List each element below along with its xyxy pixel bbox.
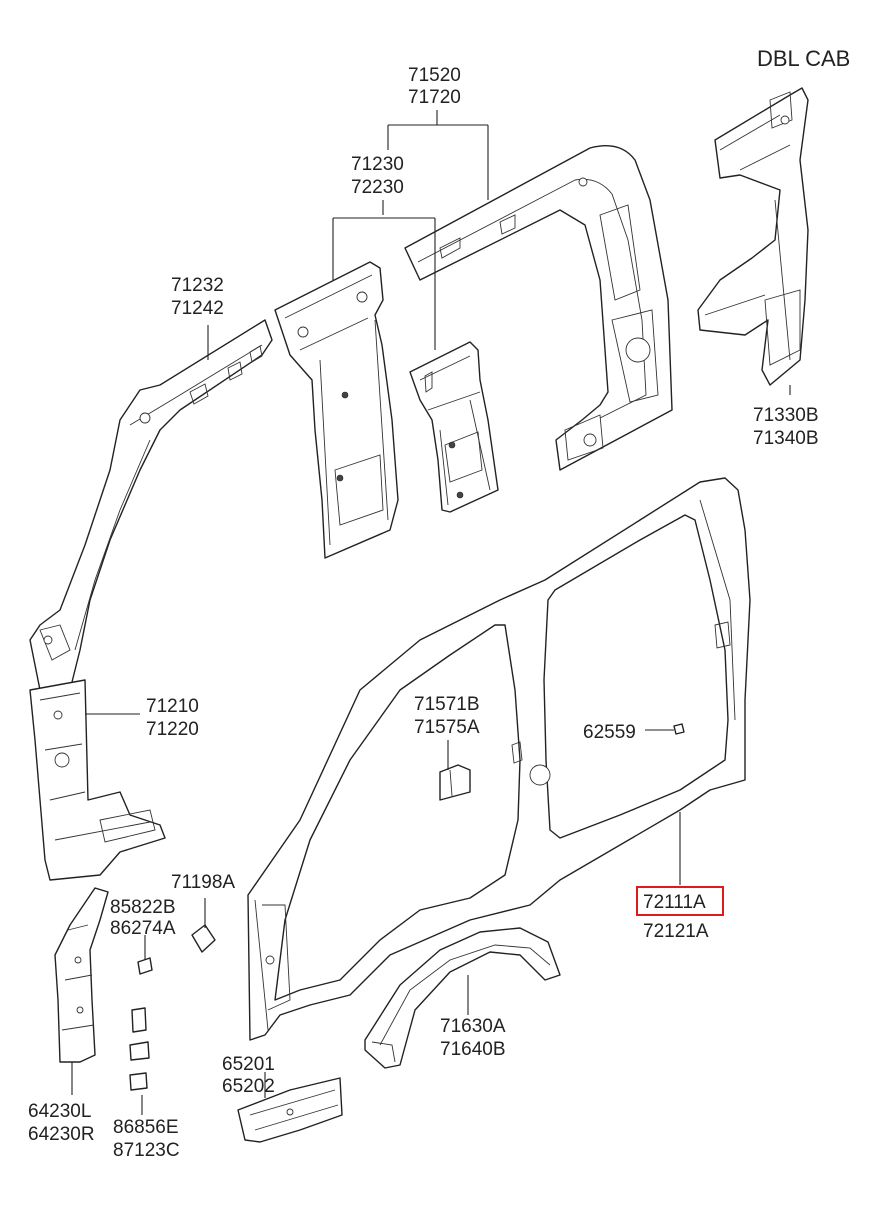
label-62559: 62559 xyxy=(583,722,636,743)
label-86274a: 86274A xyxy=(110,918,176,939)
label-71340b: 71340B xyxy=(753,428,819,449)
center-pillar-inner-right xyxy=(409,341,499,513)
label-71230: 71230 xyxy=(351,154,404,175)
label-87123c: 87123C xyxy=(113,1140,180,1161)
inner-pillar-64230 xyxy=(54,887,109,1063)
label-71210: 71210 xyxy=(146,696,199,717)
front-pillar-lower xyxy=(29,679,166,881)
label-71198a: 71198A xyxy=(171,872,235,893)
highlight-box xyxy=(636,886,724,916)
callout-labels: 71520 71720 71230 72230 71232 71242 7133… xyxy=(28,65,819,1161)
label-64230l: 64230L xyxy=(28,1101,91,1122)
label-72121a: 72121A xyxy=(643,921,709,942)
clip-62559 xyxy=(673,723,685,735)
label-71330b: 71330B xyxy=(753,405,819,426)
rear-pillar-dbl-cab xyxy=(697,87,809,386)
center-pillar-inner-left xyxy=(274,261,399,559)
label-72230: 72230 xyxy=(351,177,404,198)
label-64230r: 64230R xyxy=(28,1124,95,1145)
label-71575a: 71575A xyxy=(414,717,480,738)
label-71242: 71242 xyxy=(171,298,224,319)
label-86856e: 86856E xyxy=(113,1117,179,1138)
diagram-title: DBL CAB xyxy=(757,46,850,71)
leader-lines xyxy=(71,110,791,1115)
grommet-71198a xyxy=(191,924,216,953)
bracket-71571b xyxy=(439,764,471,801)
label-71232: 71232 xyxy=(171,275,224,296)
side-outer-panel xyxy=(247,477,751,1041)
label-85822b: 85822B xyxy=(110,897,176,918)
wheel-house xyxy=(364,927,561,1069)
label-71720: 71720 xyxy=(408,87,461,108)
label-72111a: 72111A xyxy=(643,892,706,913)
fastener-stack xyxy=(129,1007,150,1091)
roof-rail-frame xyxy=(404,145,673,471)
label-71571b: 71571B xyxy=(414,694,480,715)
label-71630a: 71630A xyxy=(440,1016,506,1037)
label-65202: 65202 xyxy=(222,1076,275,1097)
label-71220: 71220 xyxy=(146,719,199,740)
label-71640b: 71640B xyxy=(440,1039,506,1060)
a-pillar-assembly xyxy=(29,319,273,691)
label-65201: 65201 xyxy=(222,1054,275,1075)
nut-clip-85822b xyxy=(137,957,153,975)
rocker-reinforcement xyxy=(237,1077,343,1143)
label-71520: 71520 xyxy=(408,65,461,86)
